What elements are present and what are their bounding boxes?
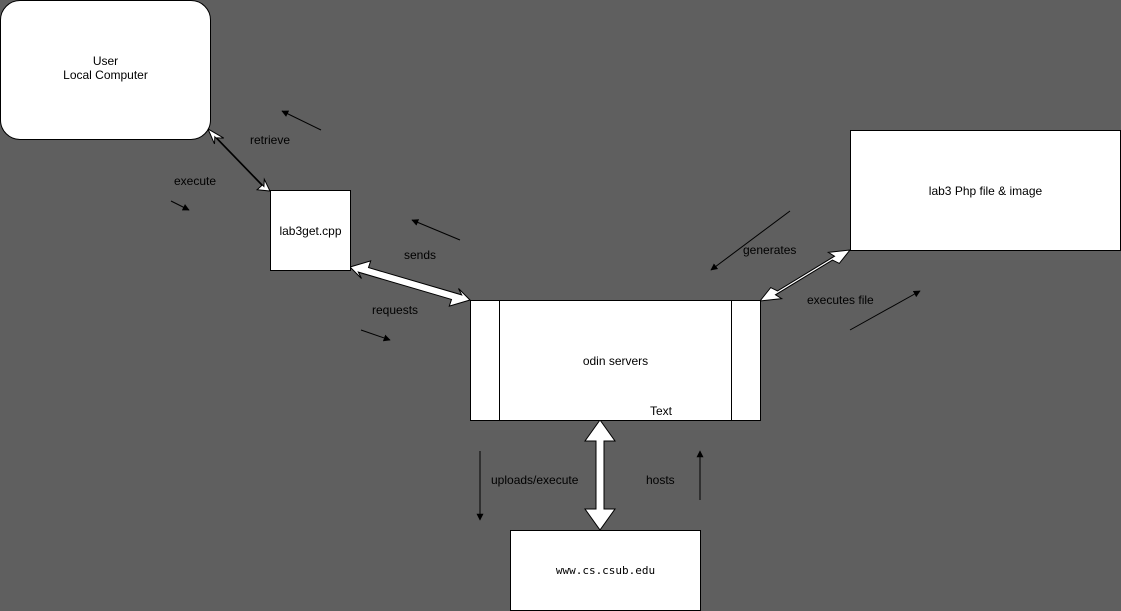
- uploads-execute-label: uploads/execute: [491, 473, 579, 487]
- sends-label: sends: [404, 248, 437, 262]
- odin-sublabel: Text: [650, 404, 673, 418]
- website-node[interactable]: www.cs.csub.edu: [510, 530, 701, 611]
- execute-arrow: [170, 200, 190, 211]
- executes-file-label: executes file: [807, 293, 874, 307]
- requests-label: requests: [372, 303, 419, 317]
- odin-label: odin servers: [582, 353, 649, 368]
- user-node-line2: Local Computer: [63, 68, 148, 82]
- odin-left-bar: [499, 301, 500, 420]
- odin-right-bar: [731, 301, 732, 420]
- retrieve-label: retrieve: [250, 133, 291, 147]
- lab3get-label: lab3get.cpp: [279, 223, 342, 238]
- execute-label: execute: [174, 174, 217, 188]
- retrieve-arrow: [281, 110, 322, 131]
- requests-arrow: [360, 329, 391, 342]
- lab3get-node[interactable]: lab3get.cpp: [270, 190, 351, 271]
- sends-arrow: [411, 219, 461, 241]
- user-node-line1: User: [92, 54, 119, 68]
- odin-website-connector: [584, 419, 616, 531]
- user-local-computer-node[interactable]: User Local Computer: [0, 0, 211, 140]
- executes-file-arrow: [849, 290, 921, 331]
- odin-servers-node[interactable]: odin servers Text: [470, 300, 761, 421]
- hosts-label: hosts: [646, 473, 675, 487]
- lab3php-label: lab3 Php file & image: [928, 183, 1043, 198]
- lab3get-odin-connector: [349, 260, 471, 307]
- generates-label: generates: [743, 243, 797, 257]
- lab3php-node[interactable]: lab3 Php file & image: [850, 130, 1121, 251]
- generates-arrow: [710, 210, 791, 271]
- website-label: www.cs.csub.edu: [555, 564, 656, 577]
